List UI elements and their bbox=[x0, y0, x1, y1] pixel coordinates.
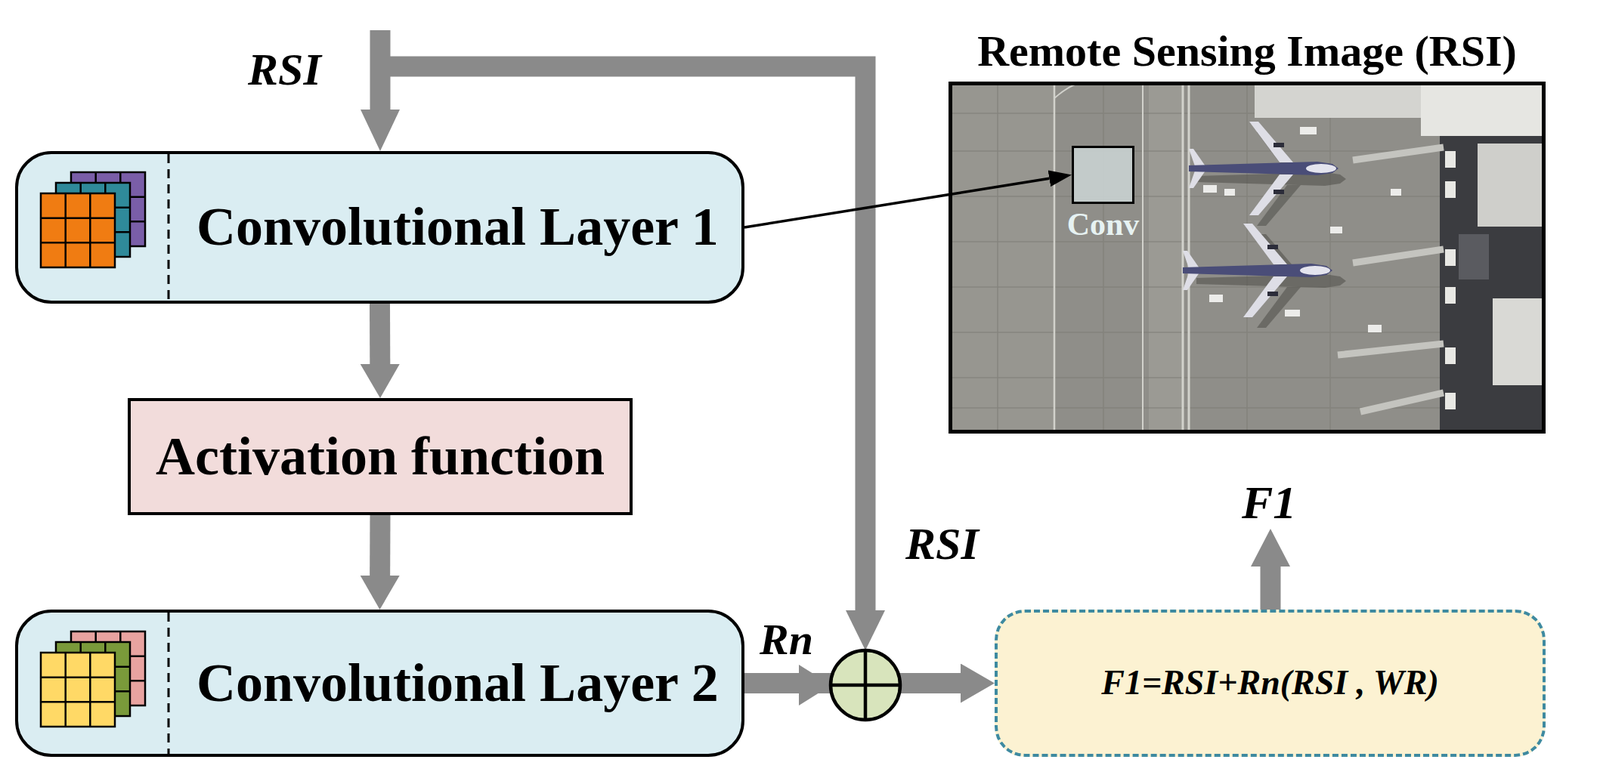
kernel-grid-lines bbox=[80, 182, 130, 233]
node-text: F1=RSI+Rn(RSI , WR) bbox=[1101, 665, 1440, 702]
activation-box: Activation function bbox=[127, 398, 633, 516]
skip-connection-head bbox=[845, 610, 886, 651]
kernel-grid bbox=[40, 652, 115, 728]
flow-arrow bbox=[369, 515, 390, 576]
airport-image bbox=[948, 81, 1546, 434]
connectors bbox=[380, 178, 1050, 684]
output-arrow-shaft bbox=[1260, 565, 1282, 611]
kernel-grid-lines bbox=[80, 642, 130, 692]
apron-ground bbox=[948, 81, 1546, 434]
taxi-lines bbox=[1054, 81, 1189, 434]
process-box: Convolutional Layer 1 bbox=[15, 151, 745, 304]
formula-box: F1=RSI+Rn(RSI , WR) bbox=[994, 609, 1546, 758]
input-label: RSI bbox=[905, 521, 979, 567]
kernel-icon bbox=[40, 172, 146, 268]
apron-slab bbox=[948, 81, 1055, 434]
skip-connection-shaft bbox=[380, 66, 866, 612]
input-arrow-head bbox=[360, 109, 400, 152]
plane-shadow bbox=[1196, 132, 1347, 226]
apron-slab bbox=[1148, 81, 1184, 434]
output-label: F1 bbox=[1241, 479, 1297, 527]
sum-cross bbox=[830, 650, 901, 721]
kernel-grid bbox=[71, 172, 146, 247]
kernel-grid-lines bbox=[40, 193, 115, 268]
plane-shadow bbox=[1196, 234, 1347, 329]
residual-label: Rn bbox=[759, 618, 814, 663]
airplane bbox=[1188, 121, 1339, 216]
kernel-grid bbox=[71, 631, 146, 706]
node-text: Remote Sensing Image (RSI) bbox=[977, 28, 1517, 75]
output-arrow-head bbox=[1250, 529, 1291, 567]
pointer-arrow bbox=[744, 178, 1050, 228]
input-label: RSI bbox=[247, 46, 322, 93]
terminal-roof bbox=[1254, 81, 1546, 118]
sum-symbol bbox=[830, 650, 901, 721]
slab-joints bbox=[948, 81, 1440, 434]
kernel-grid-lines bbox=[95, 172, 146, 222]
terminal-building bbox=[1458, 234, 1489, 280]
node-text: Convolutional Layer 1 bbox=[196, 198, 719, 257]
input-arrows bbox=[360, 30, 1291, 651]
terminal-building bbox=[1477, 143, 1546, 227]
sum-input-head bbox=[798, 665, 832, 706]
flow-arrow bbox=[744, 673, 961, 694]
input-arrow-shaft bbox=[370, 30, 391, 111]
flow-arrow bbox=[369, 303, 390, 365]
airplane bbox=[1182, 223, 1333, 318]
node-text: Activation function bbox=[155, 428, 605, 486]
terminal-roof bbox=[1420, 81, 1546, 137]
kernel-grid bbox=[55, 642, 130, 717]
image-frame: Remote Sensing Image (RSI)Conv bbox=[948, 81, 1546, 434]
divider-dashed bbox=[167, 612, 171, 755]
process-box: Convolutional Layer 2 bbox=[15, 609, 745, 758]
kernel-grid bbox=[40, 193, 115, 268]
terminal-shadow bbox=[1439, 81, 1546, 434]
kernel-grid-lines bbox=[40, 652, 115, 728]
divider-dashed bbox=[167, 154, 171, 301]
sum-circle bbox=[830, 650, 901, 721]
node-text: Convolutional Layer 2 bbox=[196, 655, 719, 713]
kernel-grid bbox=[55, 182, 130, 257]
jet-bridges bbox=[1337, 147, 1444, 412]
gate-posts bbox=[1445, 151, 1456, 410]
conv-window: Conv bbox=[1071, 145, 1135, 205]
terminal-building bbox=[1492, 298, 1546, 386]
kernel-icon bbox=[40, 631, 146, 728]
node-text: Conv bbox=[1067, 207, 1140, 242]
ground-vehicles bbox=[1203, 126, 1402, 333]
kernel-grid-lines bbox=[95, 631, 146, 681]
